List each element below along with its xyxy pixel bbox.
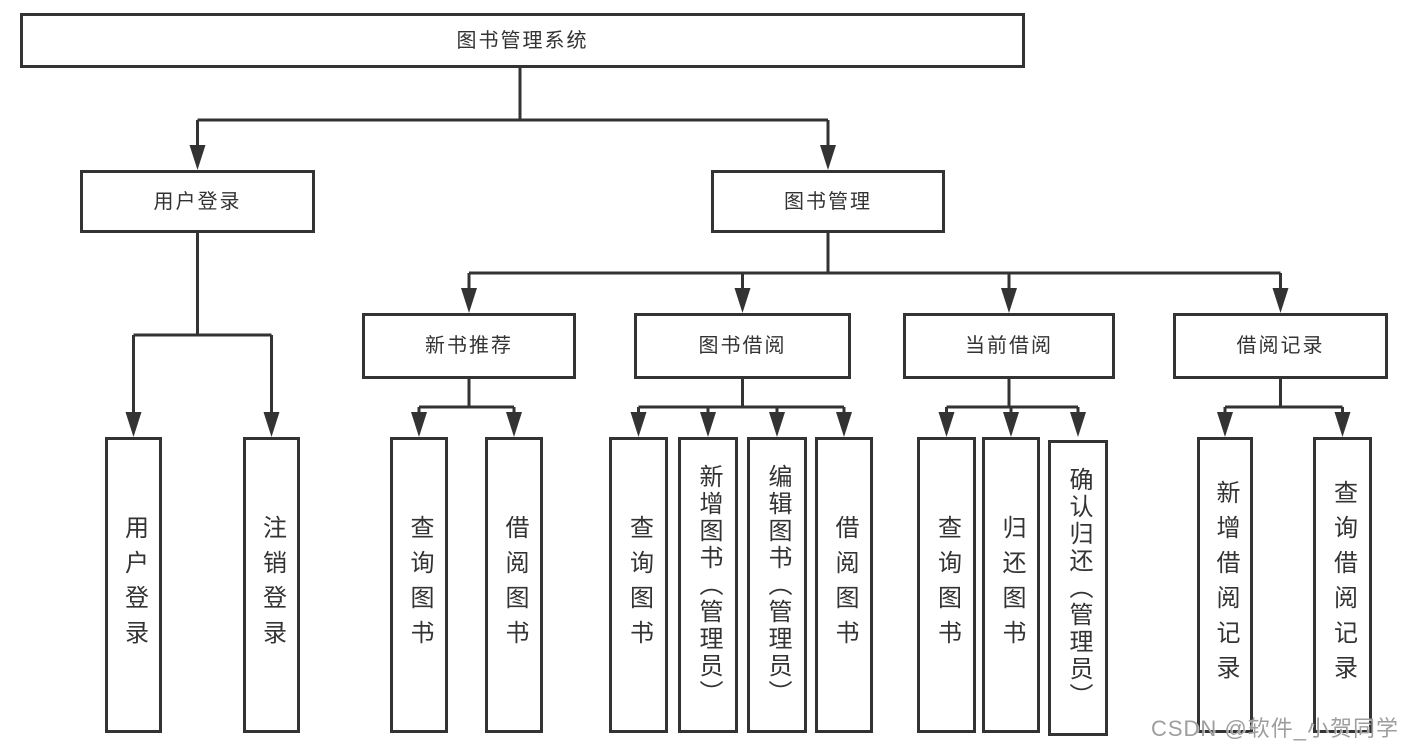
node-return-book: 归还图书 (982, 437, 1040, 733)
node-user-login-leaf: 用户登录 (105, 437, 162, 733)
node-query-book-recommend: 查询图书 (390, 437, 448, 733)
node-query-book-borrow: 查询图书 (609, 437, 668, 733)
node-edit-book-admin: 编辑图书（管理员） (747, 437, 807, 733)
node-query-book-current: 查询图书 (917, 437, 976, 733)
node-confirm-return-admin: 确认归还（管理员） (1048, 440, 1108, 736)
node-user-login-module: 用户登录 (80, 170, 315, 233)
node-query-borrow-record: 查询借阅记录 (1313, 437, 1372, 733)
node-borrow-book-borrow: 借阅图书 (815, 437, 873, 733)
node-book-management-module: 图书管理 (711, 170, 945, 233)
node-new-book-recommend: 新书推荐 (362, 313, 576, 379)
node-add-book-admin: 新增图书（管理员） (678, 437, 738, 733)
node-borrow-record: 借阅记录 (1173, 313, 1388, 379)
csdn-watermark: CSDN @软件_小贺同学 (1150, 716, 1399, 741)
node-current-borrow: 当前借阅 (903, 313, 1115, 379)
node-borrow-book-recommend: 借阅图书 (485, 437, 543, 733)
node-library-management-system: 图书管理系统 (20, 13, 1025, 68)
node-add-borrow-record: 新增借阅记录 (1197, 437, 1253, 733)
node-book-borrow: 图书借阅 (634, 313, 851, 379)
node-logout-leaf: 注销登录 (243, 437, 300, 733)
